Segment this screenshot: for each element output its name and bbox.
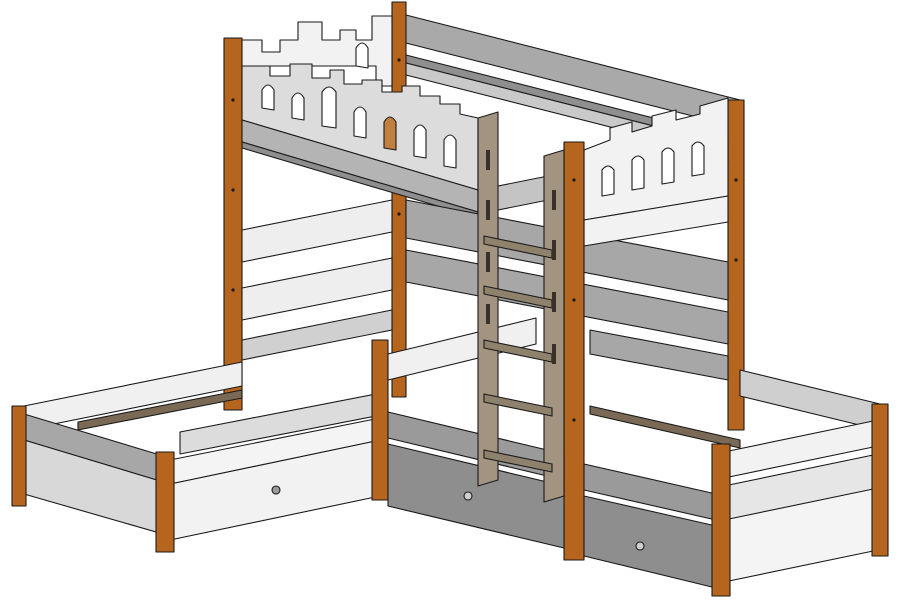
left-bed-join-post [371, 339, 389, 501]
center-bed-drawer-front [387, 443, 565, 549]
loft-left-rail-1 [241, 199, 393, 263]
ladder-slot [486, 304, 490, 324]
right-lower-bed [583, 369, 889, 597]
castle-head-panel [241, 15, 479, 219]
front-center-post [563, 141, 585, 561]
ladder-slot [552, 292, 556, 312]
ladder-slots [486, 150, 556, 364]
bolt [572, 298, 576, 302]
arched-window-icon [691, 141, 705, 177]
arched-window-icon [353, 106, 367, 139]
ladder-slot [552, 240, 556, 260]
ladder-left-stile [477, 111, 499, 487]
right-bed-inner-slat [589, 405, 741, 449]
ladder-slot [486, 200, 490, 220]
drawer-knob-icon [271, 485, 281, 495]
bolt [572, 178, 576, 182]
bolt [231, 188, 235, 192]
arched-window-icon [631, 155, 645, 191]
ladder-rung [483, 393, 553, 417]
left-bed-corner-post [11, 405, 27, 507]
left-bed-back-slat [77, 389, 243, 431]
ladder-slot [486, 150, 490, 170]
right-bed-corner-post [871, 403, 889, 557]
ladder-icon [477, 111, 565, 503]
center-lower-bed [387, 317, 565, 549]
bolt [734, 258, 738, 262]
bolt [397, 58, 401, 62]
bolt [572, 418, 576, 422]
ladder-rung [483, 449, 553, 473]
right-bed-front-post [711, 443, 731, 597]
left-lower-bed [11, 339, 389, 553]
left-loft-guard-rails [241, 199, 393, 361]
front-loft-posts [563, 141, 585, 561]
arched-window-icon [661, 147, 675, 185]
arched-window-icon [601, 165, 615, 197]
arched-window-icon [321, 86, 337, 129]
loft-left-rail-2 [241, 257, 393, 321]
bolt [231, 288, 235, 292]
bolt [397, 212, 401, 216]
ladder-slot [486, 252, 490, 272]
ladder-slot [552, 190, 556, 210]
right-bed-back-rail [739, 369, 881, 431]
bolt [231, 98, 235, 102]
post-bolts [231, 58, 738, 422]
arched-window-icon [413, 124, 427, 159]
ladder-slot [552, 344, 556, 364]
loft-left-rail-3 [241, 309, 393, 361]
drawer-knob-icon [463, 491, 473, 501]
lower-back-rail-3 [589, 329, 729, 381]
castle-battlement-icon [583, 97, 729, 221]
arched-window-icon [443, 134, 457, 169]
bolt [734, 178, 738, 182]
arched-window-icon [291, 92, 305, 121]
drawer-knob-icon [635, 541, 645, 551]
castle-windows [261, 42, 457, 169]
arched-window-icon [261, 84, 275, 111]
arched-window-icon [355, 42, 369, 69]
back-left-post [223, 37, 243, 411]
castle-foot-panel [583, 97, 729, 247]
arched-window-icon [383, 116, 397, 151]
left-bed-front-post [155, 451, 175, 553]
